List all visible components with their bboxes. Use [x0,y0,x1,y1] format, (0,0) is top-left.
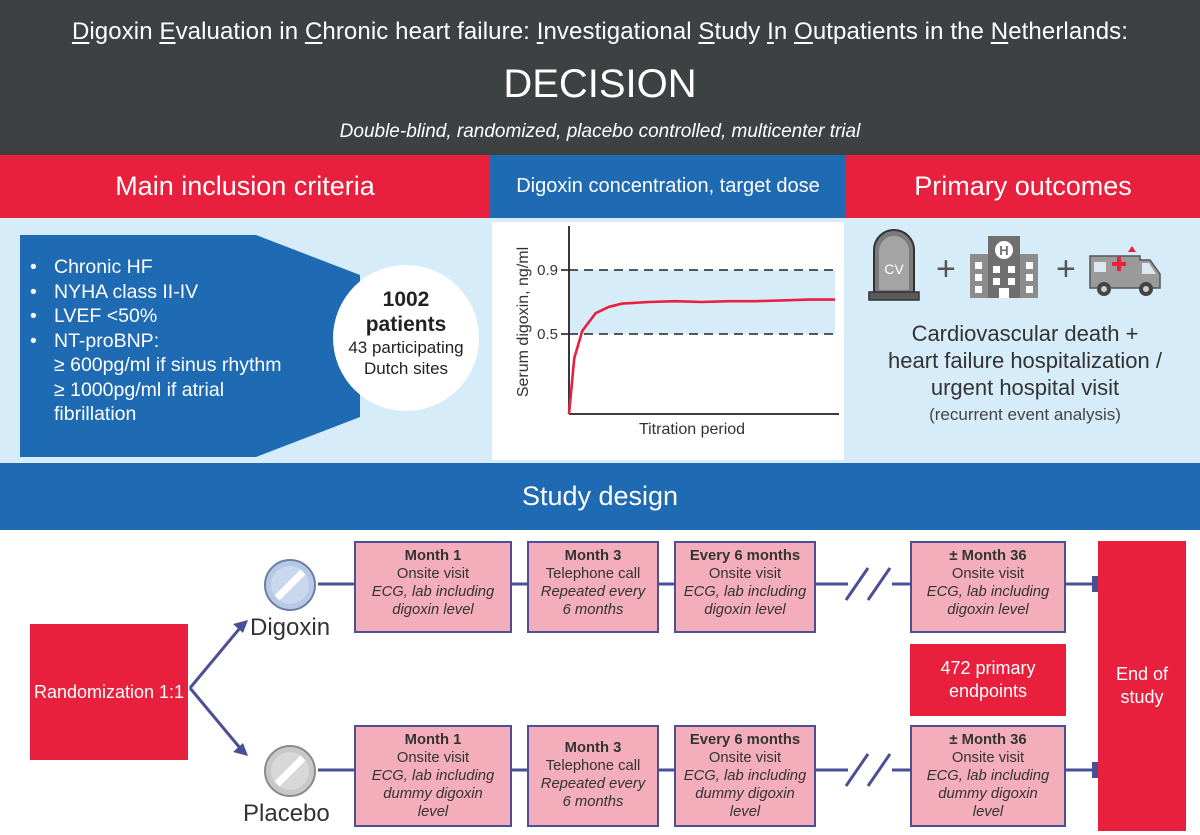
inclusion-list: Chronic HF NYHA class II-IV LVEF <50% NT… [30,255,281,427]
arrowhead-placebo [233,743,248,756]
patients-circle: 1002 patients 43 participating Dutch sit… [333,265,479,411]
digoxin-arm-label: Digoxin [250,614,331,641]
branch-arrow-placebo [188,687,242,749]
patients-count: 1002 patients [365,288,447,336]
plus-sign: + [1056,250,1076,288]
plus-sign: + [936,250,956,288]
threshold-af: ≥ 1000pg/ml if atrial [54,378,225,401]
placebo-visit-month-3: Month 3 Telephone call Repeated every 6 … [527,725,659,827]
chart-background [492,222,844,460]
randomization-box: Randomization 1:1 [30,624,188,760]
digoxin-visit-month-36: ± Month 36 Onsite visit ECG, lab includi… [910,541,1066,633]
concentration-series-line [567,298,835,415]
primary-endpoints-box: 472 primary endpoints [910,644,1066,716]
threshold-af-cont: fibrillation [54,403,137,425]
digoxin-end-cap [1092,576,1100,592]
inclusion-item: NYHA class II-IV [30,280,281,305]
digoxin-pill-icon [264,559,316,611]
sites-info: 43 participating Dutch sites [348,338,464,378]
y-tick-label-lower: 0.5 [537,326,558,343]
header: Digoxin Evaluation in Chronic heart fail… [0,0,1200,155]
threshold-sinus: ≥ 600pg/ml if sinus rhythm [54,354,282,376]
branch-arrow-digoxin [188,627,242,689]
end-of-study-box: End of study [1098,541,1186,831]
inclusion-item: LVEF <50% [30,304,281,329]
x-axis-label: Titration period [639,421,745,438]
svg-text:H: H [999,243,1008,258]
placebo-visit-month-1: Month 1 Onsite visit ECG, lab including … [354,725,512,827]
timeline-break-digoxin [844,567,892,601]
study-subtitle: Double-blind, randomized, placebo contro… [339,121,861,142]
tombstone-label: CV [884,261,904,277]
digoxin-visit-month-3: Month 3 Telephone call Repeated every 6 … [527,541,659,633]
y-tick-label-upper: 0.9 [537,262,558,279]
inclusion-item: Chronic HF [30,255,281,280]
y-axis-label: Serum digoxin, ng/ml [515,247,532,397]
digoxin-visit-every-6-months: Every 6 months Onsite visit ECG, lab inc… [674,541,816,633]
hospital-icon: H [970,236,1038,298]
placebo-end-cap [1092,762,1100,778]
placebo-visit-every-6-months: Every 6 months Onsite visit ECG, lab inc… [674,725,816,827]
placebo-visit-month-36: ± Month 36 Onsite visit ECG, lab includi… [910,725,1066,827]
ambulance-icon [1089,246,1161,296]
digoxin-concentration-chart: 0.9 0.5 Titration period Serum digoxin, … [515,226,839,438]
inclusion-title: Main inclusion criteria [0,155,490,218]
inclusion-item: NT-proBNP: [30,329,281,354]
ntprobnp-thresholds: ≥ 600pg/ml if sinus rhythm ≥ 1000pg/ml i… [30,353,281,427]
study-full-title: Digoxin Evaluation in Chronic heart fail… [71,18,1129,45]
placebo-pill-icon [264,745,316,797]
concentration-title: Digoxin concentration, target dose [490,155,846,218]
placebo-arm-label: Placebo [243,800,330,827]
tombstone-icon: CV [868,229,920,301]
arrowhead-digoxin [233,620,248,633]
primary-outcome-description: Cardiovascular death + heart failure hos… [850,320,1200,428]
study-design-title: Study design [0,463,1200,530]
recurrent-event-note: (recurrent event analysis) [929,405,1121,424]
outcomes-title: Primary outcomes [846,155,1200,218]
timeline-break-placebo [844,753,892,787]
digoxin-visit-month-1: Month 1 Onsite visit ECG, lab including … [354,541,512,633]
study-acronym: DECISION [503,62,697,106]
